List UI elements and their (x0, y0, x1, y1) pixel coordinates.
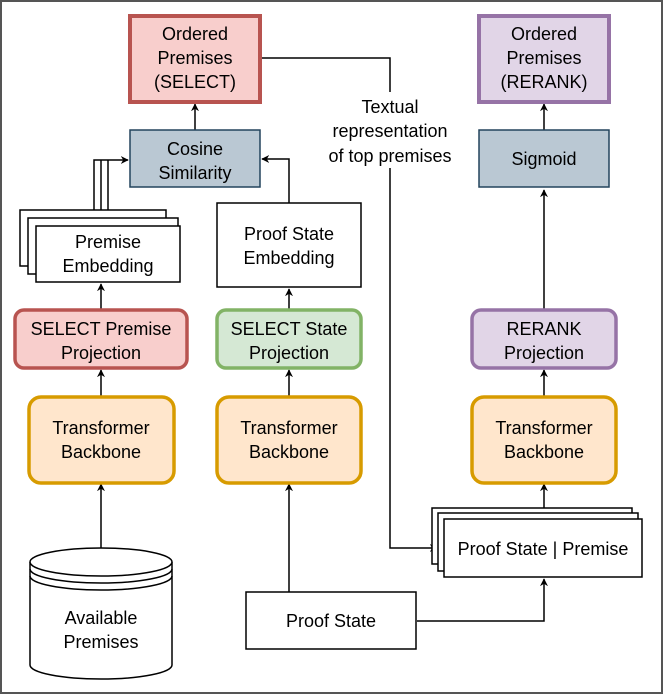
stack-layer-front (443, 518, 643, 578)
edge-ordered-select-to-pair-top (262, 57, 391, 92)
node-box (129, 129, 261, 188)
edge-state-embedding-to-cosine (261, 155, 290, 203)
node-label: Proof State | Premise (458, 539, 629, 559)
node-box (27, 395, 176, 485)
connectors (93, 57, 548, 622)
node-box (13, 308, 189, 370)
cylinder-body (29, 562, 173, 680)
node-label: Proof State (286, 611, 376, 631)
edge-ordered-select-to-pair-bottom (389, 168, 438, 552)
node-box (470, 395, 618, 485)
edge-proof-state-to-pair (417, 578, 548, 622)
node-box (478, 129, 610, 188)
edge-premise-embedding-to-cosine-1 (93, 156, 129, 210)
node-proof-state: Proof State (245, 591, 417, 650)
node-label: Sigmoid (511, 149, 576, 169)
cylinder-ring-1 (29, 568, 173, 584)
node-box (128, 14, 262, 104)
node-proof-state-premise-stack: Proof State | Premise (431, 507, 643, 578)
node-box (215, 395, 363, 485)
node-box (477, 14, 611, 104)
node-sigmoid: Sigmoid (478, 129, 610, 188)
cylinder-top (29, 547, 173, 577)
cylinder-ring-2 (29, 575, 173, 591)
node-box (470, 308, 618, 370)
stack-layer-front (35, 225, 181, 283)
node-box (215, 308, 363, 370)
